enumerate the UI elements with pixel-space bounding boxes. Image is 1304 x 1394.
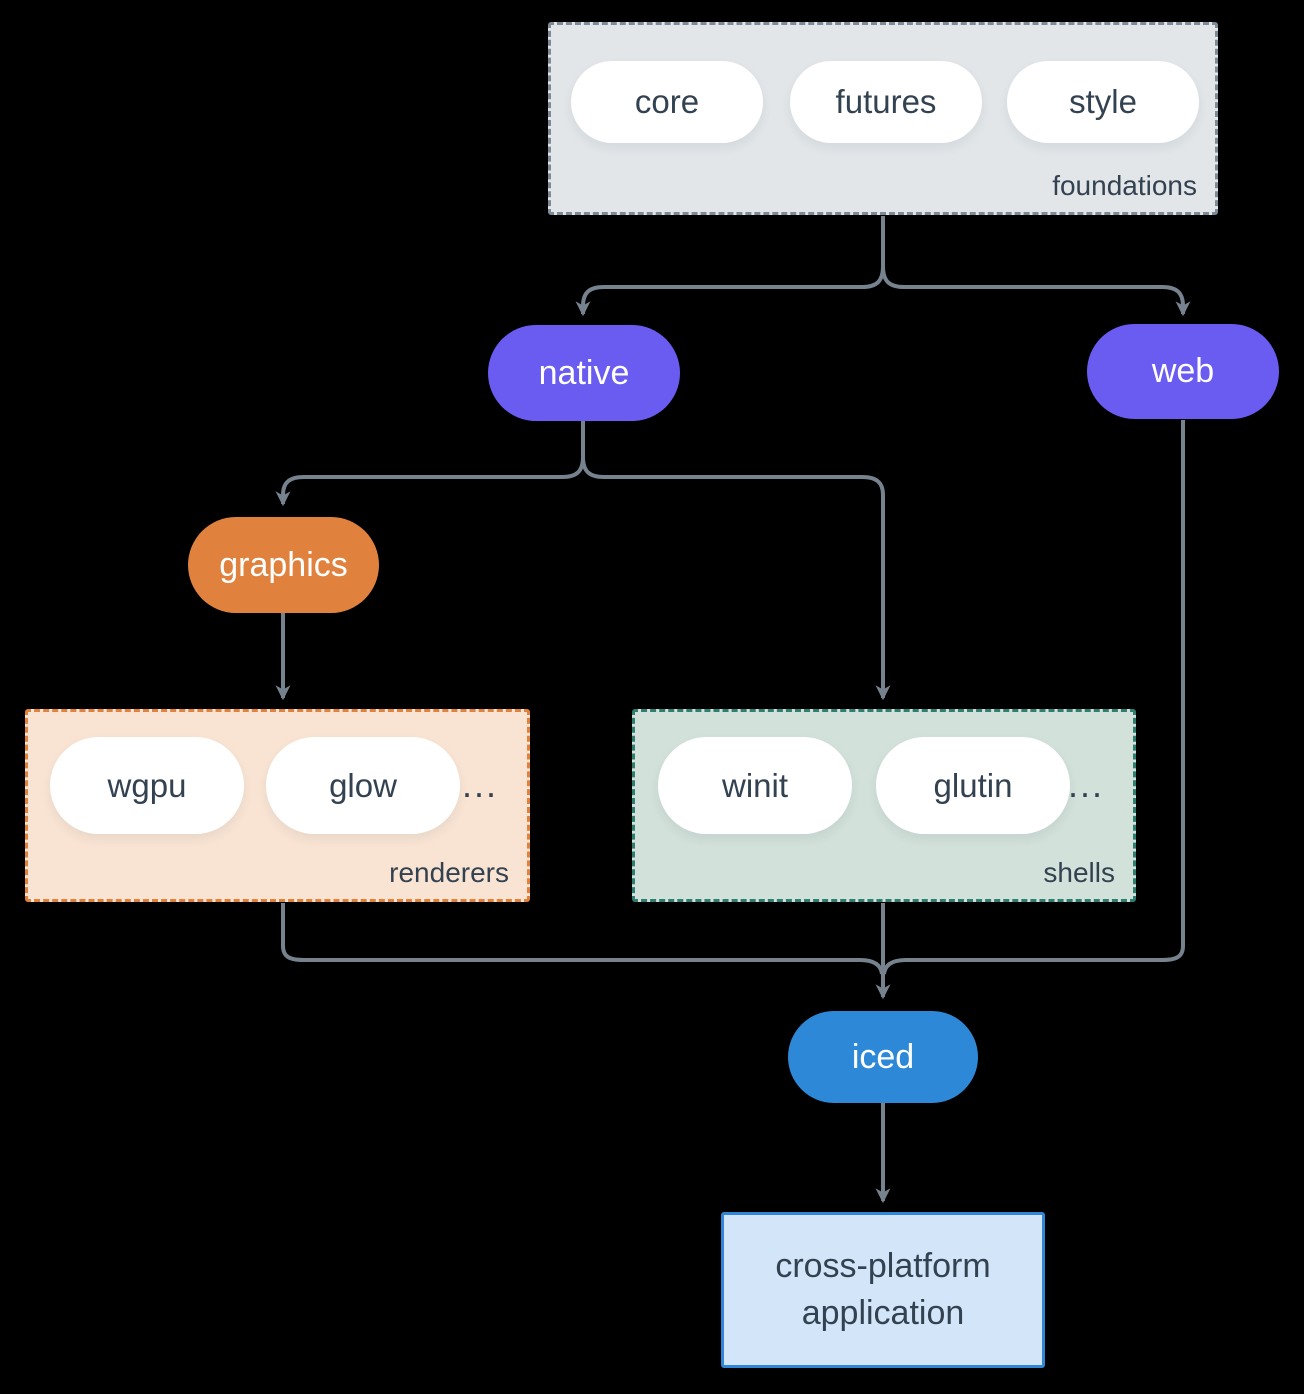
node-web-label: web (1151, 352, 1215, 390)
node-style-label: style (1069, 83, 1137, 120)
node-futures-label: futures (835, 83, 937, 120)
edge-native-to-graphics (275, 421, 585, 507)
node-winit-label: winit (721, 766, 789, 804)
edge-web-to-iced (882, 420, 1185, 975)
group-shells-label: shells (1043, 857, 1115, 888)
node-glow: glow (266, 737, 460, 834)
node-cross-platform-application: cross-platform application (721, 1212, 1045, 1368)
node-native-label: native (538, 353, 630, 392)
node-graphics: graphics (188, 517, 379, 613)
group-renderers-label: renderers (389, 857, 509, 888)
app-label-line1: cross-platform (775, 1247, 991, 1285)
node-iced-label: iced (851, 1037, 915, 1076)
node-style: style (1007, 61, 1199, 143)
group-shells: winit glutin ... shells (632, 709, 1136, 902)
node-winit: winit (658, 737, 852, 834)
node-glutin: glutin (876, 737, 1070, 834)
app-label-line2: application (801, 1294, 965, 1332)
node-iced: iced (788, 1011, 978, 1103)
node-glutin-label: glutin (933, 766, 1013, 804)
edge-foundations-to-native (575, 216, 885, 317)
edge-foundations-to-web (881, 216, 1191, 317)
node-native: native (488, 325, 680, 421)
edge-renderers-to-iced (281, 903, 884, 975)
group-foundations: core futures style foundations (548, 22, 1218, 215)
node-futures: futures (790, 61, 982, 143)
node-wgpu: wgpu (50, 737, 244, 834)
node-glow-label: glow (329, 766, 397, 804)
renderers-ellipsis: ... (461, 764, 498, 805)
node-core: core (571, 61, 763, 143)
node-graphics-label: graphics (219, 545, 348, 584)
edge-native-to-shells (581, 421, 891, 701)
group-renderers: wgpu glow ... renderers (25, 709, 530, 902)
node-wgpu-label: wgpu (107, 766, 187, 804)
group-foundations-label: foundations (1052, 170, 1197, 201)
node-core-label: core (634, 83, 700, 120)
shells-ellipsis: ... (1067, 764, 1104, 805)
node-web: web (1087, 324, 1279, 419)
